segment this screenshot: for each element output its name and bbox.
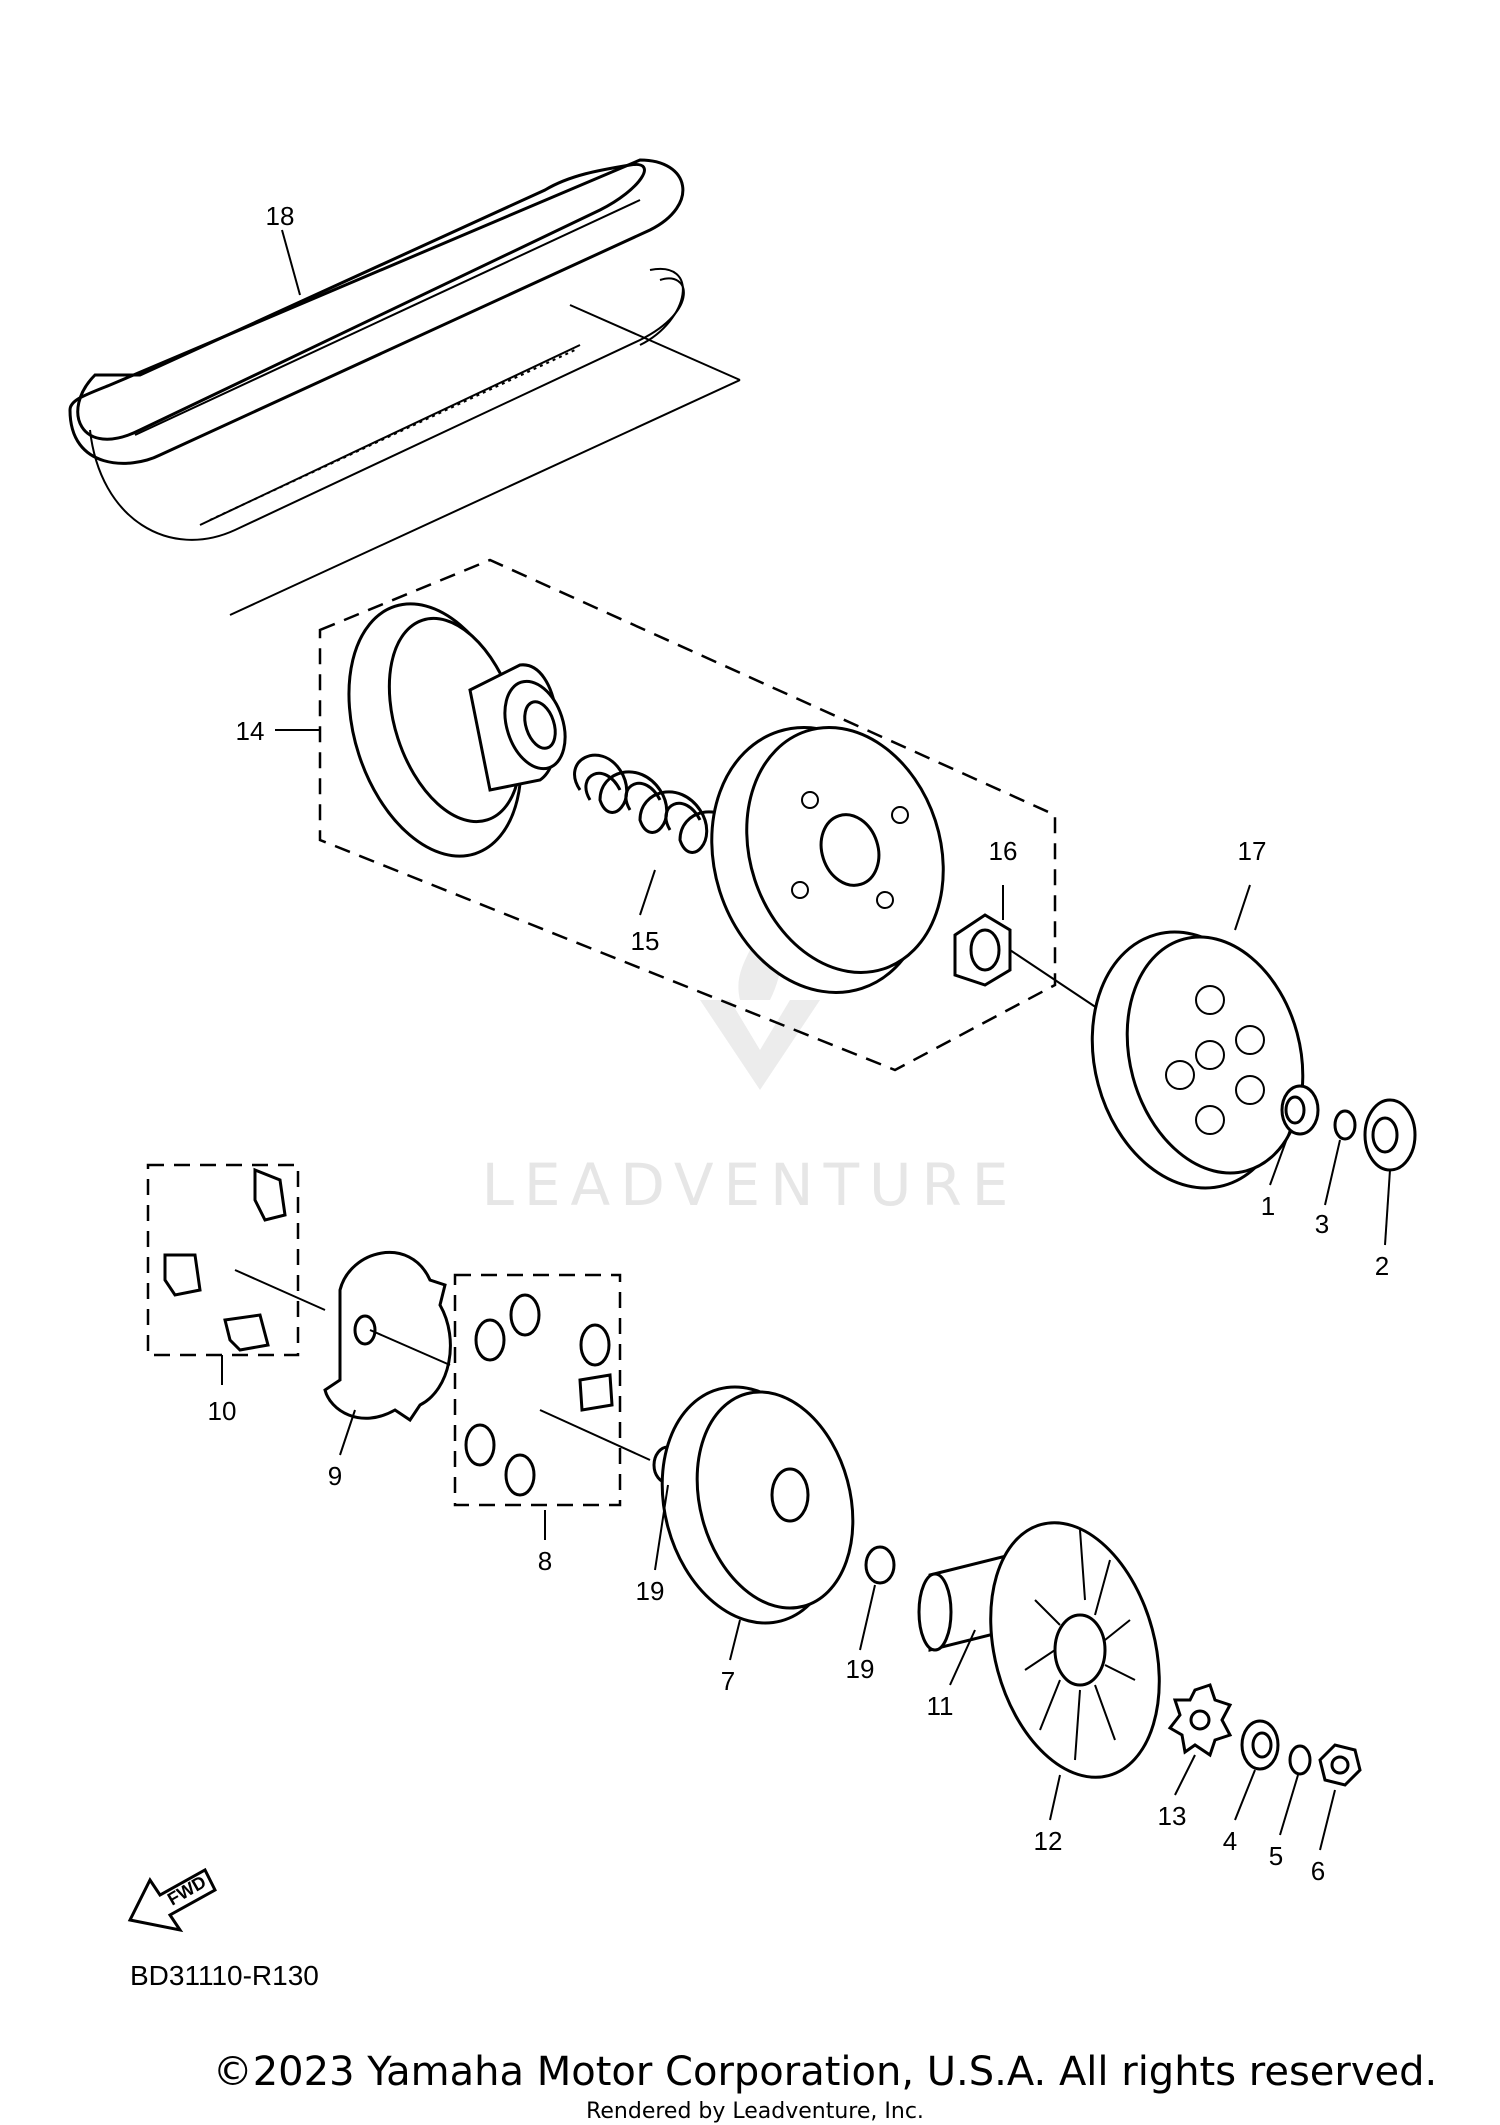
part-primary-sheave[interactable] — [637, 1367, 876, 1643]
part-one-way-clutch[interactable] — [1240, 1719, 1280, 1771]
part-star-washer[interactable] — [1167, 1683, 1233, 1758]
callout-10: 10 — [208, 1396, 237, 1426]
callout-19-a: 19 — [636, 1576, 665, 1606]
part-clutch-carrier[interactable] — [678, 699, 974, 1021]
part-o-ring-b[interactable] — [864, 1545, 896, 1585]
part-collar[interactable] — [1280, 1084, 1320, 1136]
callout-4: 4 — [1223, 1826, 1237, 1856]
callout-16: 16 — [989, 836, 1018, 866]
part-fan-sheave[interactable] — [964, 1504, 1186, 1797]
part-bearing[interactable] — [1363, 1098, 1417, 1172]
watermark-text: LEADVENTURE — [482, 1151, 1019, 1219]
leader-belt-outer — [229, 379, 741, 616]
callout-1: 1 — [1261, 1191, 1275, 1221]
callout-12: 12 — [1034, 1826, 1063, 1856]
callout-15: 15 — [631, 926, 660, 956]
part-v-belt[interactable] — [68, 158, 685, 541]
callout-11: 11 — [927, 1691, 954, 1721]
part-washer-small[interactable] — [1333, 1109, 1357, 1141]
part-clutch-housing[interactable] — [1065, 910, 1329, 1210]
part-washer[interactable] — [1288, 1744, 1312, 1776]
callout-2: 2 — [1375, 1251, 1389, 1281]
part-compression-spring[interactable] — [573, 753, 742, 854]
rendered-by-notice: Rendered by Leadventure, Inc. — [586, 2099, 924, 2124]
leader-nut — [1009, 949, 1101, 1011]
part-sliding-sheave[interactable] — [319, 582, 576, 879]
callout-8: 8 — [538, 1546, 552, 1576]
callout-7: 7 — [721, 1666, 735, 1696]
part-cam[interactable] — [323, 1251, 452, 1423]
callout-9: 9 — [328, 1461, 342, 1491]
callout-leaders — [221, 229, 1391, 1851]
leader-belt-inner — [569, 304, 741, 381]
callout-6: 6 — [1311, 1856, 1325, 1886]
callout-3: 3 — [1315, 1209, 1329, 1239]
copyright-notice: ©2023 Yamaha Motor Corporation, U.S.A. A… — [213, 2049, 1438, 2095]
weight-set-box — [453, 1273, 622, 1507]
callout-5: 5 — [1269, 1841, 1283, 1871]
callout-labels: 18 14 15 16 17 1 3 2 10 9 8 19 7 19 11 1… — [208, 201, 1390, 1886]
part-flange-nut[interactable] — [1318, 1743, 1362, 1787]
callout-18: 18 — [266, 201, 295, 231]
leader-cam — [369, 1329, 451, 1366]
secondary-sheave-assembly-box — [318, 558, 1057, 1072]
slider-set-box — [146, 1163, 300, 1357]
callout-19-b: 19 — [846, 1654, 875, 1684]
callout-14: 14 — [236, 716, 265, 746]
part-nut[interactable] — [953, 913, 1012, 987]
leader-slider — [234, 1269, 326, 1311]
part-roller-weights[interactable] — [464, 1293, 614, 1497]
leader-weights — [539, 1409, 651, 1461]
diagram-code: BD31110-R130 — [130, 1960, 319, 1991]
fwd-arrow-icon: FWD — [127, 1867, 217, 1933]
callout-13: 13 — [1158, 1801, 1187, 1831]
callout-17: 17 — [1238, 836, 1267, 866]
part-slider-pieces[interactable] — [163, 1167, 287, 1352]
